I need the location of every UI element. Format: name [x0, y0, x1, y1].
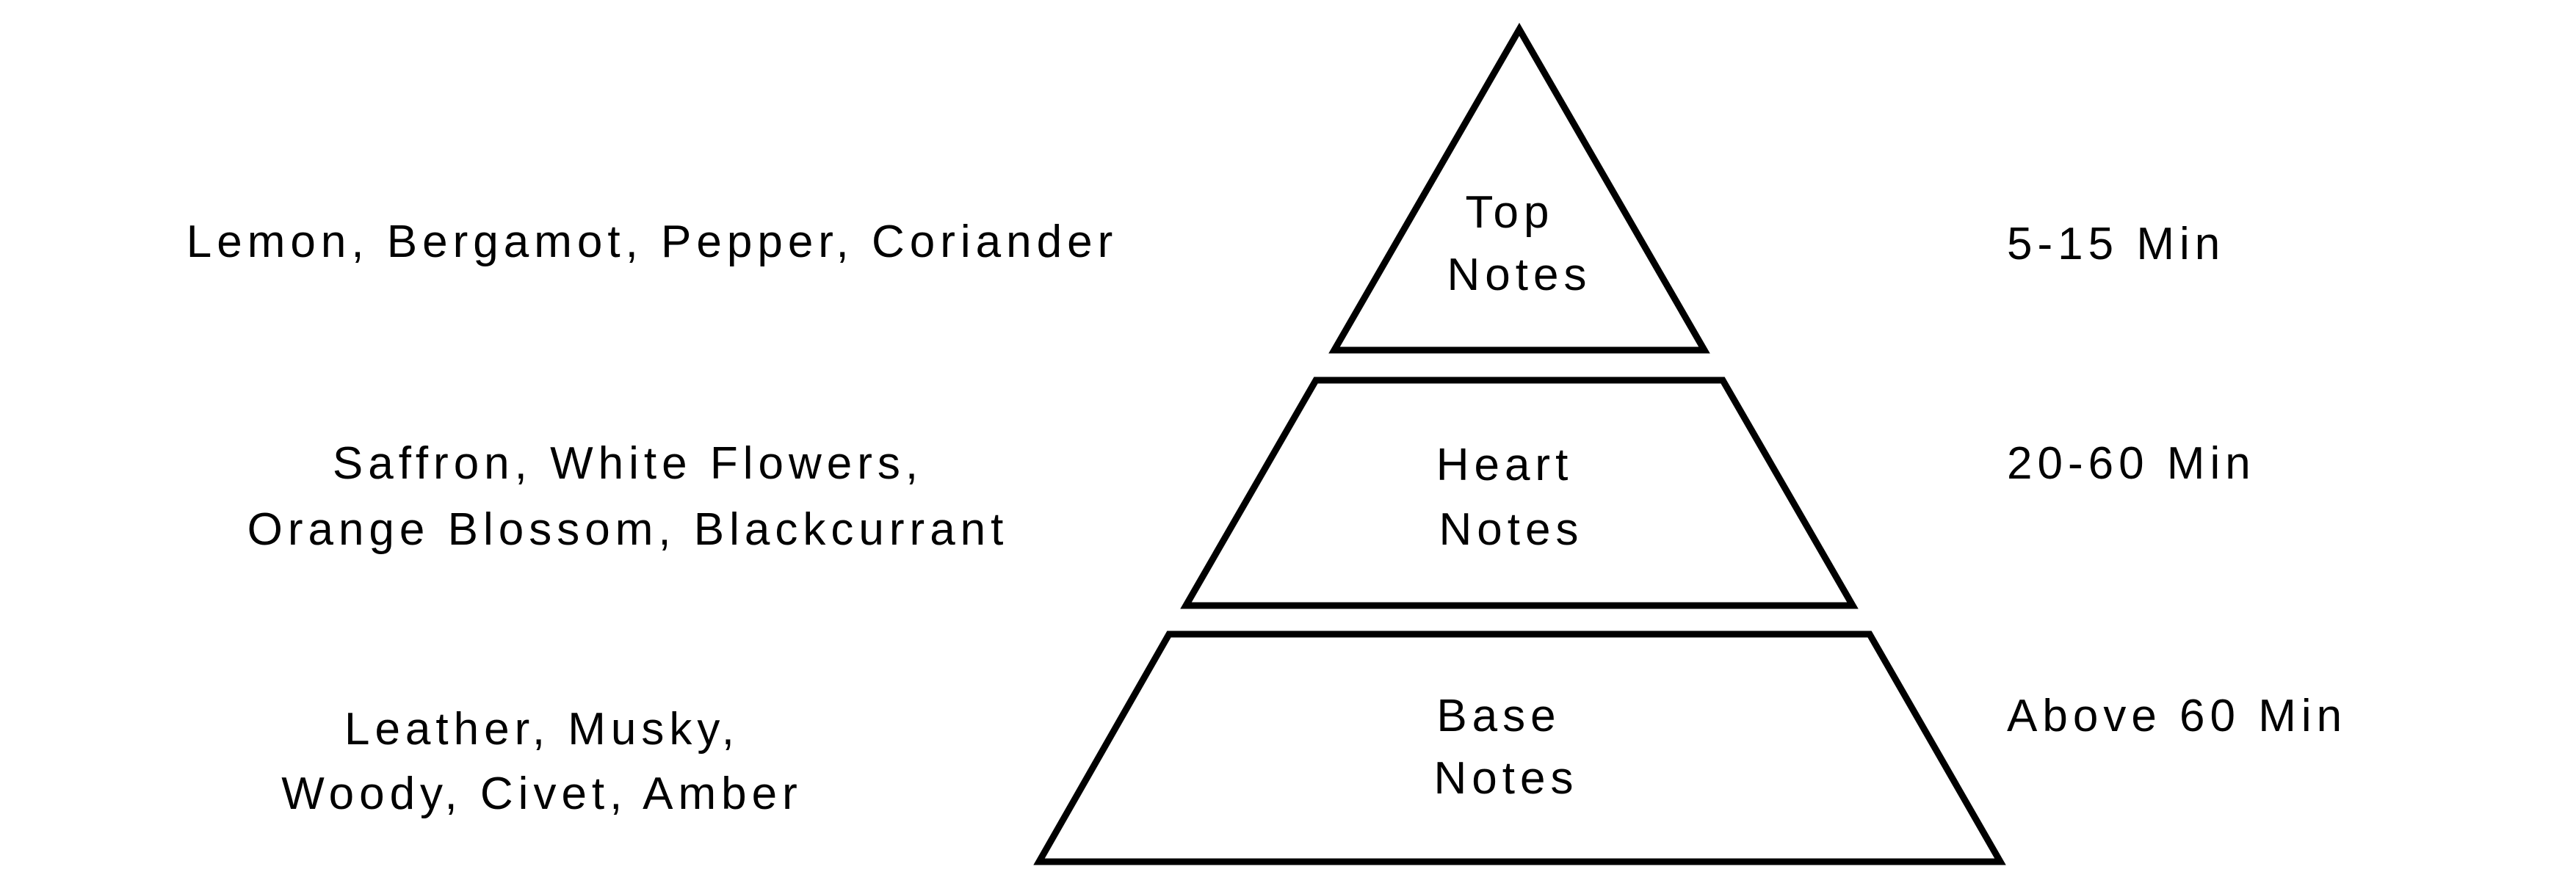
heart-notes-label-1: Heart — [1436, 440, 1574, 490]
base-notes-label-1: Base — [1436, 691, 1560, 741]
heart-notes-ingredients-2: Orange Blossom, Blackcurrant — [247, 504, 1009, 555]
heart-notes-duration: 20-60 Min — [2007, 438, 2256, 489]
heart-notes-tier — [1180, 377, 1859, 609]
top-notes-duration: 5-15 Min — [2007, 219, 2225, 269]
heart-notes-ingredients-1: Saffron, White Flowers, — [333, 438, 923, 489]
top-notes-ingredients: Lemon, Bergamot, Pepper, Coriander — [187, 217, 1118, 267]
base-notes-ingredients-2: Woody, Civet, Amber — [281, 768, 803, 819]
base-notes-label-2: Notes — [1434, 753, 1579, 804]
base-notes-ingredients-1: Leather, Musky, — [344, 704, 739, 755]
top-notes-tier — [1328, 22, 1710, 354]
base-notes-tier — [1033, 631, 2006, 865]
heart-notes-label-2: Notes — [1439, 504, 1584, 555]
base-notes-duration: Above 60 Min — [2007, 691, 2347, 741]
top-notes-label-1: Top — [1466, 187, 1555, 238]
top-notes-label-2: Notes — [1447, 250, 1592, 300]
